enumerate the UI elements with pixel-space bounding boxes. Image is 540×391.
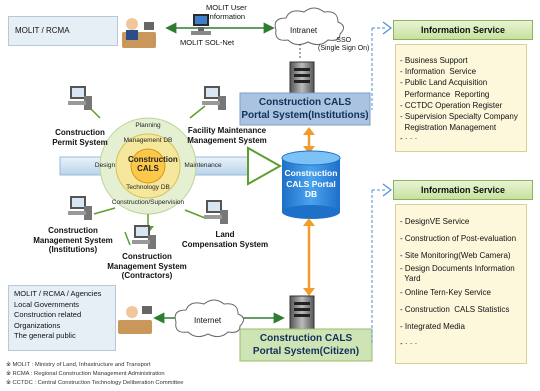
construction-cals-core: Construction CALS bbox=[128, 155, 178, 173]
management-db-label: Management DB bbox=[123, 137, 173, 144]
info-bottom-item: - · · · bbox=[400, 339, 418, 348]
audience-box: MOLIT / RCMA / Agencies Local Government… bbox=[8, 285, 116, 351]
user-desk-icon bbox=[118, 306, 152, 334]
mgmt-contr-computer-icon bbox=[132, 225, 156, 249]
info-top-item: - Information Service bbox=[400, 67, 477, 77]
permit-line2: Permit System bbox=[52, 137, 108, 147]
land-compensation-system: Land Compensation System bbox=[180, 230, 270, 249]
mgmt-inst-computer-icon bbox=[68, 196, 92, 220]
office-worker-icon bbox=[122, 18, 156, 48]
footnote: ※ RCMA : Regional Construction Managemen… bbox=[6, 371, 165, 378]
maintenance-label: Maintenance bbox=[184, 162, 222, 169]
facility-computer-icon bbox=[202, 86, 226, 110]
facility-line2: Management System bbox=[187, 135, 267, 145]
info-top-item: - Public Land Acquisition bbox=[400, 78, 488, 88]
facility-maintenance-system: Facility Maintenance Management System bbox=[182, 126, 272, 145]
info-top-item: Performance Reporting bbox=[400, 89, 490, 99]
mgmt-contr-line1: Construction bbox=[122, 252, 172, 261]
molit-user-info-line1: MOLIT User bbox=[206, 3, 247, 12]
audience-item: Construction related bbox=[14, 310, 82, 319]
core-line2: CALS bbox=[137, 164, 159, 173]
planning-label: Planning bbox=[135, 122, 161, 129]
info-service-top-header: Information Service bbox=[393, 20, 533, 40]
footnotes: ※ MOLIT : Ministry of Land, Infrastructu… bbox=[6, 361, 183, 389]
footnote: ※ CCTDC : Central Construction Technolog… bbox=[6, 380, 184, 387]
intranet-cloud-icon bbox=[274, 7, 344, 46]
info-top-item: - CCTDC Operation Register bbox=[400, 100, 503, 110]
portal-institutions-line2: Portal System(Institutions) bbox=[241, 110, 369, 121]
info-bottom-item: Yard bbox=[400, 274, 421, 283]
info-bottom-item: - Construction CALS Statistics bbox=[400, 305, 510, 314]
internet-cloud-icon bbox=[174, 299, 244, 338]
portal-institutions-line1: Construction CALS bbox=[258, 97, 352, 108]
footnote: ※ MOLIT : Ministry of Land, Infrastructu… bbox=[6, 362, 151, 368]
portal-db-line1: Construction bbox=[284, 168, 338, 178]
portal-db-line3: DB bbox=[304, 189, 318, 199]
mgmt-contr-line3: (Contractors) bbox=[121, 271, 173, 280]
info-top-item: - Business Support bbox=[400, 56, 468, 65]
info-service-bottom-header: Information Service bbox=[393, 180, 533, 200]
facility-line1: Facility Maintenance bbox=[187, 126, 267, 135]
construction-mgmt-contr: Construction Management System (Contract… bbox=[92, 252, 202, 281]
info-service-bottom-title: Information Service bbox=[420, 185, 506, 195]
info-service-top-title: Information Service bbox=[420, 25, 506, 35]
flow-triangle-icon bbox=[247, 146, 283, 186]
sso-line1: SSO bbox=[336, 37, 352, 44]
info-service-bottom-list: - DesignVE Service - Construction of Pos… bbox=[395, 204, 527, 364]
permit-computer-icon bbox=[68, 86, 92, 110]
audience-item: The general public bbox=[14, 331, 76, 340]
permit-line1: Construction bbox=[55, 128, 105, 137]
info-bottom-item: - DesignVE Service bbox=[400, 217, 470, 226]
molit-rcma-box: MOLIT / RCMA bbox=[8, 16, 118, 46]
info-bottom-item: - Site Monitoring(Web Camera) bbox=[400, 251, 511, 260]
land-computer-icon bbox=[204, 200, 228, 224]
portal-institutions: Construction CALS Portal System(Institut… bbox=[240, 96, 370, 122]
database-cylinder-icon bbox=[281, 150, 341, 219]
info-top-item: - · · · bbox=[400, 134, 418, 144]
sso-line2: (Single Sign On) bbox=[318, 45, 370, 52]
molit-rcma-label: MOLIT / RCMA bbox=[15, 26, 70, 35]
sso-label: SSO (Single Sign On) bbox=[318, 37, 369, 53]
design-label: Design bbox=[94, 162, 116, 169]
mgmt-contr-line2: Management System bbox=[107, 261, 187, 271]
core-line1: Construction bbox=[128, 155, 178, 164]
monitor-icon bbox=[191, 14, 211, 35]
mgmt-inst-line3: (Institutions) bbox=[48, 245, 98, 254]
audience-item: Local Governments bbox=[14, 299, 80, 309]
mgmt-inst-line1: Construction bbox=[48, 226, 98, 235]
molit-user-info-line2: Information bbox=[207, 12, 246, 21]
info-bottom-item: - Online Tern-Key Service bbox=[400, 288, 491, 297]
portal-db-label: Construction CALS Portal DB bbox=[282, 168, 340, 200]
mgmt-inst-line2: Management System bbox=[33, 235, 113, 245]
construction-permit-system: Construction Permit System bbox=[40, 128, 120, 147]
audience-item: MOLIT / RCMA / Agencies bbox=[14, 289, 102, 298]
intranet-label: Intranet bbox=[290, 26, 318, 35]
technology-db-label: Technology DB bbox=[126, 184, 170, 191]
construction-supervision-label: Construction/Supervision bbox=[111, 199, 185, 206]
portal-citizen-line1: Construction CALS bbox=[259, 333, 353, 344]
info-bottom-item: - Integrated Media bbox=[400, 322, 465, 331]
molit-user-info-label: MOLIT User Information bbox=[206, 3, 247, 21]
construction-mgmt-inst: Construction Management System (Institut… bbox=[28, 226, 118, 255]
portal-citizen: Construction CALS Portal System(Citizen) bbox=[240, 332, 372, 358]
info-bottom-item: - Design Documents Information bbox=[400, 264, 515, 273]
portal-db-line2: CALS Portal bbox=[286, 178, 336, 189]
info-top-item: - Supervision Specialty Company bbox=[400, 112, 518, 122]
land-line2: Compensation System bbox=[181, 239, 269, 249]
land-line1: Land bbox=[215, 230, 235, 239]
portal-citizen-line2: Portal System(Citizen) bbox=[252, 346, 360, 357]
internet-label: Internet bbox=[194, 316, 222, 325]
info-top-item: Registration Management bbox=[400, 123, 497, 133]
molit-solnet-label: MOLIT SOL-Net bbox=[180, 38, 235, 47]
info-bottom-item: - Construction of Post-evaluation bbox=[400, 234, 517, 243]
audience-item: Organizations bbox=[14, 320, 61, 330]
info-service-top-list: - Business Support - Information Service… bbox=[395, 44, 527, 152]
